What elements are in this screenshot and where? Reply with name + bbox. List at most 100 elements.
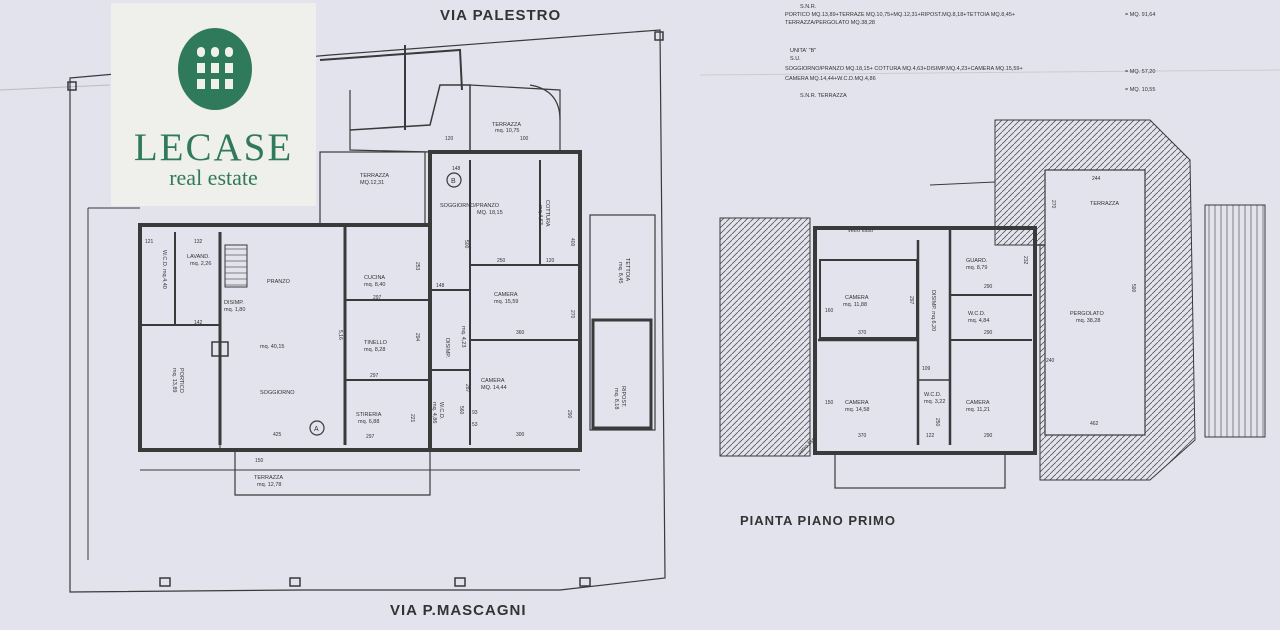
note-value-0: = MQ. 91,64 <box>1125 12 1155 18</box>
fdim-370b: 370 <box>858 433 867 439</box>
fdim-290c: 290 <box>984 433 993 439</box>
dim-221: 221 <box>409 414 415 423</box>
note-line-0: S.N.R. <box>800 4 817 10</box>
dim-294: 294 <box>414 333 420 342</box>
dim-100: 100 <box>520 136 529 142</box>
brand-tagline: real estate <box>169 165 258 190</box>
dim-560: 560 <box>458 406 464 415</box>
room-portico-area: mq. 13,89 <box>171 368 177 392</box>
first-floor-title: PIANTA PIANO PRIMO <box>740 513 896 528</box>
plan-labels: VIA PALESTRO VIA P.MASCAGNI PIANTA PIANO… <box>145 4 1155 619</box>
room-lavand: LAVAND. <box>187 254 210 260</box>
dim-297: 297 <box>373 295 382 301</box>
dim-93: 93 <box>472 410 478 416</box>
dim-148b: 148 <box>436 283 445 289</box>
ff-guard-area: mq. 8,79 <box>966 265 987 271</box>
ff-wcd2: W.C.D. <box>924 392 942 398</box>
room-camera-b2: CAMERA <box>481 378 505 384</box>
room-disimp-a-area: mq. 1,80 <box>224 307 245 313</box>
note-line-6: CAMERA MQ.14,44+W.C.D.MQ.4,86 <box>785 76 876 82</box>
dim-297c: 297 <box>366 434 375 440</box>
dim-290: 290 <box>566 410 572 419</box>
room-terrazza-left: TERRAZZA <box>360 173 389 179</box>
ff-terrazza: TERRAZZA <box>1090 201 1119 207</box>
room-terrazza-bottom-area: mq. 12,78 <box>257 482 281 488</box>
unit-a-marker: A <box>314 426 319 433</box>
room-camera-b1-area: mq. 15,59 <box>494 299 518 305</box>
fdim-462: 462 <box>1090 421 1099 427</box>
dim-132: 132 <box>194 239 203 245</box>
room-soggiorno-pranzo: SOGGIORNO/PRANZO <box>440 203 500 209</box>
room-camera-b2-area: MQ. 14,44 <box>481 385 507 391</box>
room-wcd-b-area: mq. 4,86 <box>431 402 437 423</box>
dim-500: 500 <box>463 240 469 249</box>
fdim-150: 150 <box>825 400 834 406</box>
street-bottom-label: VIA P.MASCAGNI <box>390 602 527 619</box>
room-ripost-area: mq. 8,18 <box>613 388 619 409</box>
ff-camera2-area: mq. 14,58 <box>845 407 869 413</box>
fdim-244: 244 <box>1092 176 1101 182</box>
ff-pergolato: PERGOLATO <box>1070 311 1104 317</box>
dim-360: 360 <box>516 330 525 336</box>
ff-disimp: DISIMP. mq.6,20 <box>930 290 936 331</box>
dim-53: 53 <box>472 422 478 428</box>
fdim-290: 290 <box>984 284 993 290</box>
room-disimp-b-area: mq. 4,23 <box>460 326 466 347</box>
room-wcd-b: W.C.D. <box>438 402 444 420</box>
room-terrazza-left-area: MQ.12,31 <box>360 180 384 186</box>
room-stireria: STIRERIA <box>356 412 382 418</box>
room-disimp-a: DISIMP. <box>224 300 244 306</box>
ff-wcd1: W.C.D. <box>968 311 986 317</box>
dim-400: 400 <box>569 238 575 247</box>
fdim-109: 109 <box>922 366 931 372</box>
room-terrazza-top-area: mq. 10,75 <box>495 128 519 134</box>
ff-wcd2-area: mq. 3,22 <box>924 399 945 405</box>
dim-425: 425 <box>273 432 282 438</box>
room-wcd-a: W.C.D. mq.4,40 <box>161 250 167 289</box>
fdim-250: 250 <box>934 418 940 427</box>
room-lavand-area: mq. 2,26 <box>190 261 211 267</box>
note-line-3: UNITA' "B" <box>790 48 816 54</box>
room-terrazza-bottom: TERRAZZA <box>254 475 283 481</box>
ff-camera3-area: mq. 11,21 <box>966 407 990 413</box>
first-floor-plan <box>719 119 1266 489</box>
note-line-2: TERRAZZA/PERGOLATO MQ.38,28 <box>785 20 875 26</box>
ff-camera3: CAMERA <box>966 400 990 406</box>
room-cucina: CUCINA <box>364 275 385 281</box>
room-pranzo-area: mq. 40,15 <box>260 344 284 350</box>
ff-guard: GUARD. <box>966 258 988 264</box>
dim-516: 5,16 <box>337 330 343 340</box>
room-cottura: COTTURA <box>544 200 550 227</box>
brand-logo: LECASE real estate <box>111 3 316 206</box>
ff-wcd1-area: mq. 4,84 <box>968 318 989 324</box>
room-tinello-area: mq. 8,28 <box>364 347 385 353</box>
ff-vetro-fisso: vetro fisso <box>848 228 873 234</box>
room-soggiorno-pranzo-area: MQ. 18,15 <box>477 210 503 216</box>
dim-250: 250 <box>497 258 506 264</box>
dim-253: 253 <box>414 262 420 271</box>
unit-b-marker: B <box>451 178 456 185</box>
dim-150: 150 <box>255 458 264 464</box>
room-portico: PORTICO <box>178 368 184 394</box>
fdim-122: 122 <box>926 433 935 439</box>
fdim-590: 590 <box>1130 284 1136 293</box>
room-stireria-area: mq. 6,88 <box>358 419 379 425</box>
note-line-1: PORTICO MQ.13,89+TERRAZE MQ.10,75+MQ.12,… <box>785 12 1015 18</box>
fdim-290b: 290 <box>984 330 993 336</box>
street-top-label: VIA PALESTRO <box>440 7 561 24</box>
fdim-240: 240 <box>1046 358 1055 364</box>
ff-camera2: CAMERA <box>845 400 869 406</box>
note-line-4: S.U. <box>790 56 801 62</box>
ground-floor-plan <box>67 29 666 593</box>
fdim-232: 232 <box>1022 256 1028 265</box>
ff-camera1: CAMERA <box>845 295 869 301</box>
room-tettoia-area: mq. 8,45 <box>617 262 623 283</box>
room-tettoia: TETTOIA <box>624 258 630 281</box>
fdim-160: 160 <box>825 308 834 314</box>
ff-pergolato-area: mq. 38,28 <box>1076 318 1100 324</box>
room-disimp-b: DISIMP. <box>444 338 450 358</box>
room-terrazza-top: TERRAZZA <box>492 122 521 128</box>
dim-120b: 120 <box>445 136 454 142</box>
room-tinello: TINELLO <box>364 340 388 346</box>
